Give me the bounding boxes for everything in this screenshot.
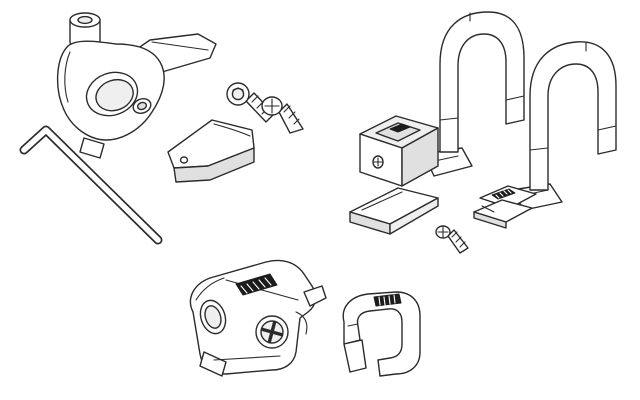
wedge-pad-icon bbox=[167, 119, 255, 183]
socket-head-screw-icon bbox=[226, 82, 275, 123]
clamp-lever-assembly-icon bbox=[56, 12, 217, 159]
phillips-screw-icon bbox=[261, 96, 304, 134]
hex-key-icon bbox=[19, 125, 163, 245]
spring-clip-icon bbox=[473, 185, 537, 229]
small-screw-icon bbox=[435, 225, 469, 254]
clamp-jaw-icon bbox=[342, 291, 421, 377]
strap-buckle-icon bbox=[189, 259, 327, 377]
adapter-bracket-icon bbox=[359, 115, 439, 187]
base-plate-icon bbox=[349, 187, 439, 235]
